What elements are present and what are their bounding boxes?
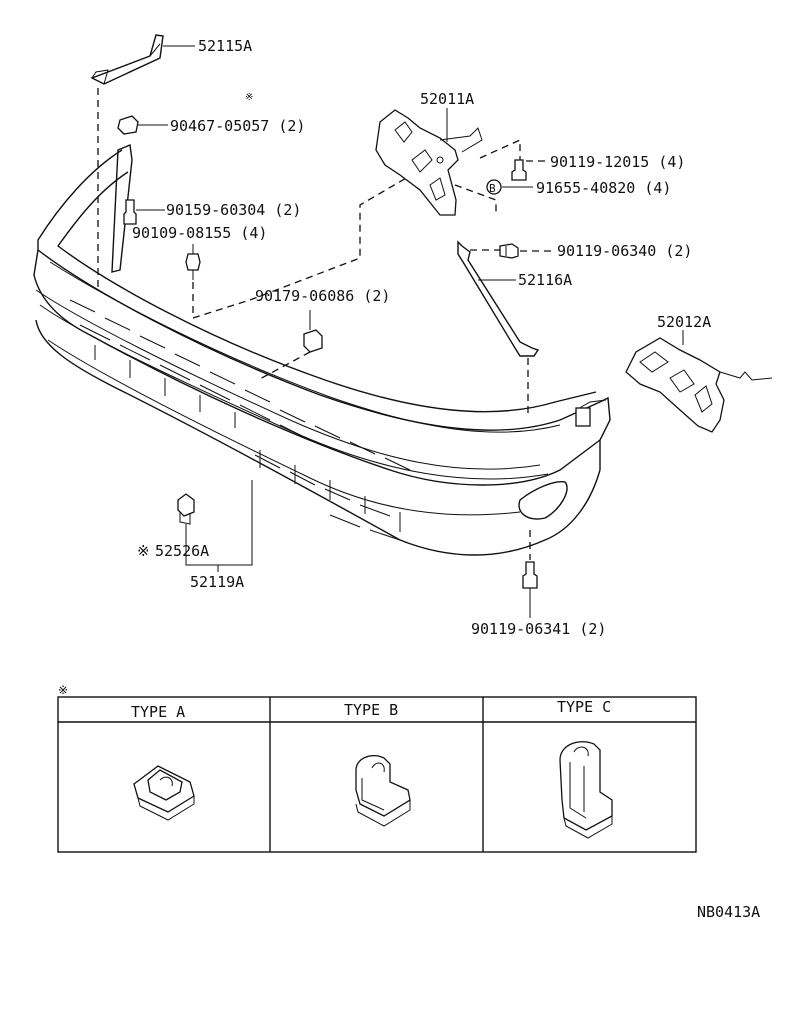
- callout-52526a: 52526A: [155, 542, 209, 560]
- washer-91655[interactable]: B: [486, 179, 502, 195]
- note-mark-small: ※: [245, 92, 253, 103]
- callout-90159: 90159-60304 (2): [166, 201, 301, 219]
- bracket-52012a[interactable]: [625, 337, 773, 433]
- header-type-b: TYPE B: [344, 701, 398, 719]
- callout-91655: 91655-40820 (4): [536, 179, 671, 197]
- bolt-90119-12015[interactable]: [511, 159, 527, 181]
- bolt-90109[interactable]: [185, 253, 201, 280]
- callout-52526a-mark: ※: [137, 542, 150, 560]
- bolt-90119-06340[interactable]: [499, 243, 519, 259]
- callout-90109: 90109-08155 (4): [132, 224, 267, 242]
- callout-52012a: 52012A: [657, 313, 711, 331]
- header-type-a: TYPE A: [131, 703, 185, 721]
- table-note-mark: ※: [58, 683, 68, 697]
- callout-52116a: 52116A: [518, 271, 572, 289]
- callout-52115a: 52115A: [198, 37, 252, 55]
- callout-52011a: 52011A: [420, 90, 474, 108]
- callout-90119-06340: 90119-06340 (2): [557, 242, 692, 260]
- clip-type-a-icon: [133, 765, 195, 821]
- header-type-c: TYPE C: [557, 698, 611, 716]
- callout-90119-12015: 90119-12015 (4): [550, 153, 685, 171]
- stay-52115a[interactable]: [90, 34, 164, 85]
- type-table: TYPE A TYPE B TYPE C: [57, 696, 697, 853]
- washer-mark: B: [489, 182, 496, 195]
- clip-type-b-icon: [355, 755, 411, 827]
- callout-52119a: 52119A: [190, 573, 244, 591]
- bracket-52011a[interactable]: [375, 109, 483, 216]
- clip-52526a[interactable]: [177, 493, 195, 525]
- callout-90467: 90467-05057 (2): [170, 117, 305, 135]
- callout-90179: 90179-06086 (2): [255, 287, 390, 305]
- drawing-code: NB0413A: [697, 903, 760, 921]
- bolt-90119-06341[interactable]: [522, 561, 538, 589]
- screw-90159[interactable]: [123, 199, 137, 225]
- bumper-cover[interactable]: [33, 144, 611, 556]
- stay-52116a[interactable]: [457, 240, 540, 357]
- clip-type-c-icon: [559, 741, 613, 839]
- nut-90179[interactable]: [303, 310, 323, 353]
- callout-90119-06341: 90119-06341 (2): [471, 620, 606, 638]
- clip-90467[interactable]: [117, 115, 139, 135]
